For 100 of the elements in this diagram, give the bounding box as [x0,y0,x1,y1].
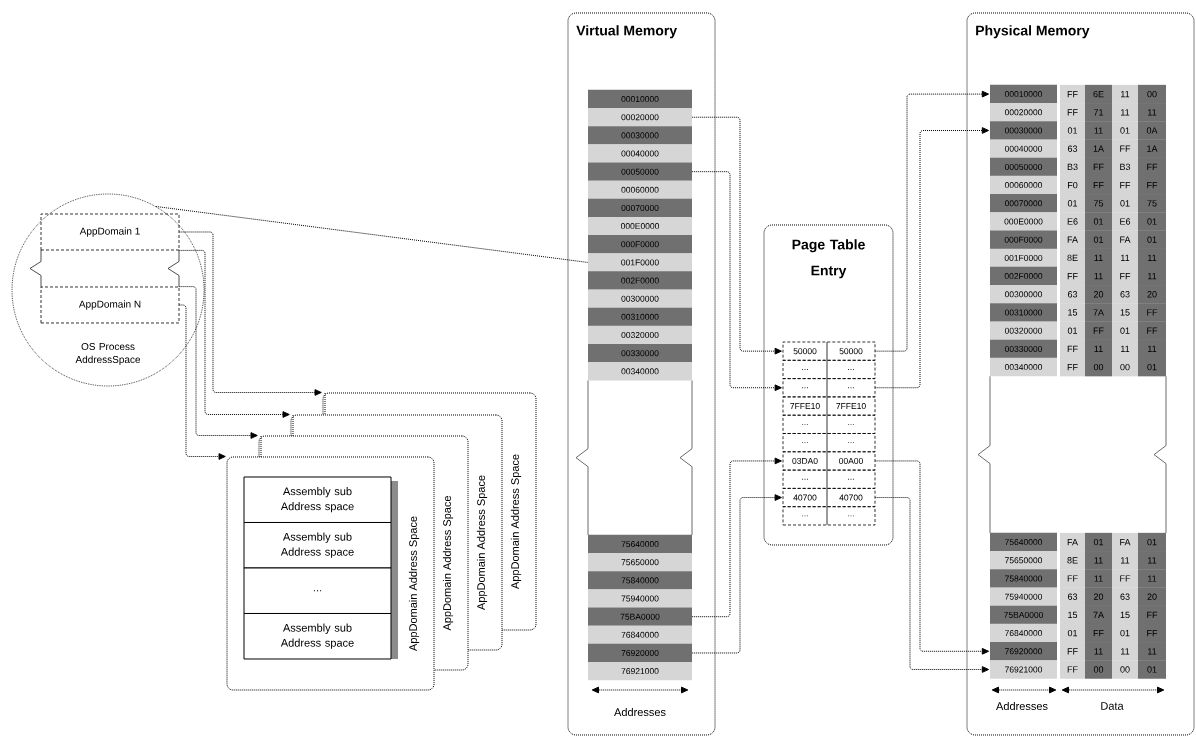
node-label: 11 [1148,109,1157,116]
node-label: 11 [1148,273,1157,280]
node-label: F0 [1067,181,1078,189]
node-label: FF [1093,163,1104,170]
node-label: 11 [1121,648,1130,655]
node-label: 01 [1067,127,1078,134]
node-label: FF [1147,611,1158,618]
memory-row: 75940000 63 20 63 20 [990,587,1166,606]
address-row: 75BA0000 [588,607,692,626]
address-row: 75650000 [588,553,692,572]
assembly-box: Assembly sub Address space [243,522,392,569]
arrow [691,494,782,654]
arrow [691,457,782,618]
arrow [178,304,226,460]
memory-row: 000F0000 FA 01 FA 01 [990,230,1166,249]
node-label: FF [1067,91,1078,98]
node-label: 11 [1121,557,1130,564]
node-label: FF [1067,364,1078,371]
node-label: 75 [1093,200,1104,207]
node-label: 63 [1067,593,1078,600]
memory-row: 00060000 F0 FF FF FF [990,175,1166,195]
node-label: 15 [1120,309,1130,316]
memory-row: 00340000 FF 00 00 01 [990,357,1166,377]
node-label: 00 [1093,666,1104,673]
node-label: 01 [1147,538,1157,546]
node-label: 11 [1121,254,1130,261]
table-row: ... ... [782,414,876,434]
node-label: 11 [1148,648,1157,655]
arrow [874,127,990,389]
node-label: 01 [1093,218,1104,225]
domain-box: AppDomain 1 [40,213,180,251]
address-row: 00300000 [588,289,692,308]
node-label: 7A [1093,611,1104,618]
address-row: 00340000 [588,362,692,381]
memory-row: 002F0000 FF 11 FF 11 [990,266,1166,286]
address-row: 00030000 [588,126,692,145]
address-row: 00050000 [588,162,692,181]
node-label: 00 [1120,666,1130,673]
node-label: FF [1093,327,1104,334]
assembly-box: Assembly sub Address space [243,476,392,523]
memory-row: 00070000 01 75 01 75 [990,194,1166,213]
node-label: FF [1067,648,1078,655]
node-label: 01 [1147,666,1157,673]
arrow [874,90,990,352]
node-label: 11 [1094,127,1103,134]
memory-row: 75650000 8E 11 11 11 [990,551,1166,570]
node-label: 01 [1120,200,1130,207]
node-label: FF [1147,629,1158,637]
address-row: 00010000 [588,89,692,109]
memory-row: 00040000 63 1A FF 1A [990,139,1166,158]
node-label: 11 [1148,557,1157,564]
node-label: FF [1147,327,1158,334]
assembly-box: Assembly sub Address space [243,613,392,660]
memory-row: 000E0000 E6 01 E6 01 [990,212,1166,231]
node-label: 01 [1147,236,1157,243]
address-row: 75940000 [588,589,692,608]
node-label: 11 [1094,345,1103,352]
node-label: 7A [1093,309,1104,316]
node-label: B3 [1120,163,1131,171]
node-label: 00 [1093,363,1104,371]
memory-row: 00330000 FF 11 11 11 [990,339,1166,359]
node-label: 8E [1067,557,1078,564]
node-label: FF [1067,575,1078,582]
table-row: ... ... [782,359,876,379]
address-row: 75640000 [588,534,692,554]
memory-row: 75BA0000 15 7A 15 FF [990,605,1166,625]
node-label: FA [1067,539,1078,546]
arrow [874,460,990,655]
node-label: 11 [1121,91,1130,98]
axis-label: Data [1101,702,1124,710]
memory-row: 75640000 FA 01 FA 01 [990,532,1166,552]
memory-row: 00310000 15 7A 15 FF [990,303,1166,322]
address-row: 75840000 [588,571,692,590]
table-row: ... ... [782,469,876,489]
node-label: 15 [1068,309,1078,316]
node-label: 11 [1148,345,1157,352]
address-row: 00020000 [588,108,692,127]
node-label: FF [1093,182,1104,189]
node-label: FF [1147,163,1158,170]
memory-row: 00300000 63 20 63 20 [990,285,1166,304]
memory-row: 00030000 01 11 01 0A [990,121,1166,140]
node-label: 01 [1093,538,1104,546]
address-row: 00040000 [588,144,692,163]
memory-row: 75840000 FF 11 FF 11 [990,569,1166,588]
memory-row: 76920000 FF 11 11 11 [990,642,1166,661]
table-row: 50000 50000 [782,341,876,361]
node-label: 01 [1067,629,1078,637]
leader-line [155,206,589,263]
arrow [178,231,322,396]
arrow [178,249,290,418]
node-label: FA [1120,539,1131,546]
node-label: 20 [1147,593,1157,600]
node-label: 01 [1120,327,1130,334]
memory-row: 00320000 01 FF 01 FF [990,321,1166,340]
node-label: 20 [1093,291,1104,298]
memory-row: 001F0000 8E 11 11 11 [990,248,1166,268]
node-label: 01 [1067,200,1078,207]
node-label: 75 [1147,200,1157,207]
memory-row: 00050000 B3 FF B3 FF [990,157,1166,177]
node-label: 01 [1067,327,1078,334]
